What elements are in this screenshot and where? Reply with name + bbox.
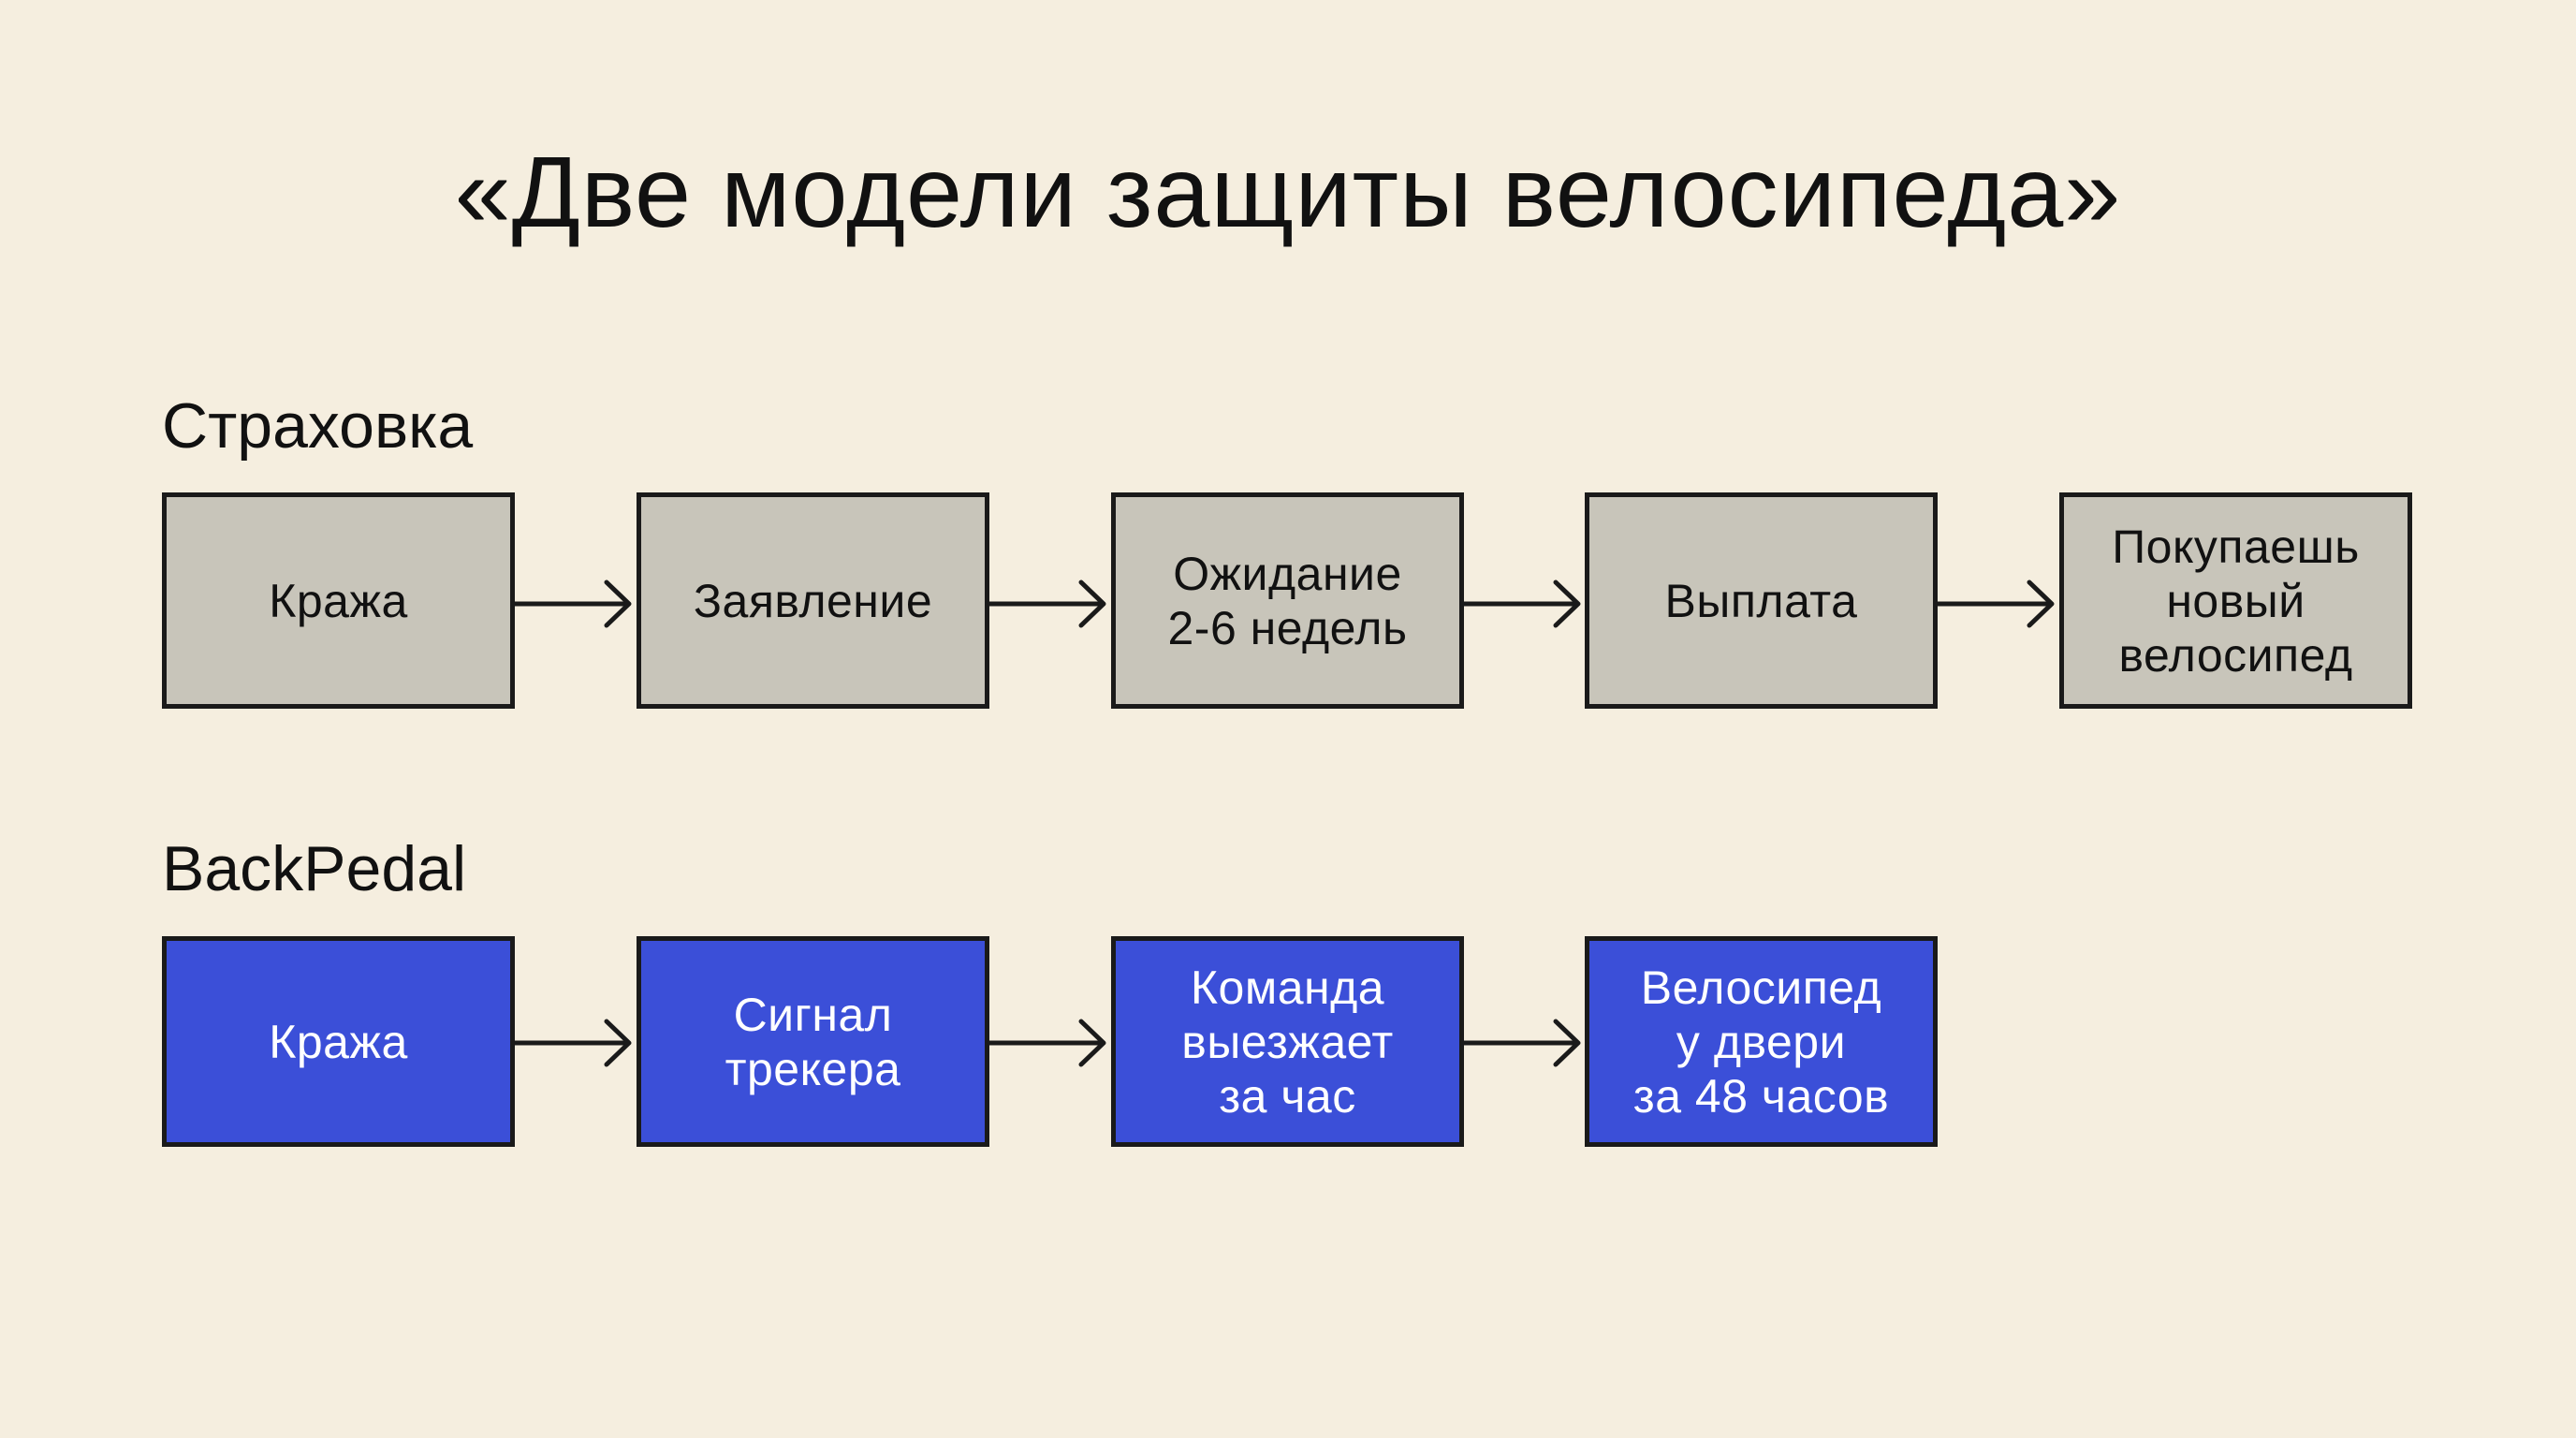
page-title: «Две модели защиты велосипеда»: [454, 135, 2122, 248]
step-label: Кража: [269, 574, 408, 627]
insurance-step-payout: Выплата: [1585, 492, 1938, 709]
arrow-right-icon: [987, 580, 1106, 628]
arrow-right-icon: [987, 1019, 1106, 1067]
insurance-section-label: Страховка: [162, 390, 474, 462]
insurance-step-waiting: Ожидание 2-6 недель: [1111, 492, 1464, 709]
step-label: Кража: [269, 1015, 408, 1068]
backpedal-step-bike-delivered: Велосипед у двери за 48 часов: [1585, 936, 1938, 1147]
insurance-step-claim: Заявление: [637, 492, 989, 709]
arrow-right-icon: [512, 1019, 632, 1067]
arrow-right-icon: [1461, 580, 1581, 628]
step-label: Ожидание 2-6 недель: [1167, 547, 1408, 654]
step-label: Заявление: [693, 574, 933, 627]
arrow-right-icon: [512, 580, 632, 628]
insurance-step-buy-new: Покупаешь новый велосипед: [2059, 492, 2412, 709]
arrow-right-icon: [1935, 580, 2055, 628]
backpedal-section-label: BackPedal: [162, 833, 467, 904]
arrow-right-icon: [1461, 1019, 1581, 1067]
step-label: Команда выезжает за час: [1181, 961, 1394, 1123]
backpedal-step-tracker-signal: Сигнал трекера: [637, 936, 989, 1147]
backpedal-step-team-dispatch: Команда выезжает за час: [1111, 936, 1464, 1147]
step-label: Выплата: [1664, 574, 1858, 627]
backpedal-step-theft: Кража: [162, 936, 515, 1147]
step-label: Покупаешь новый велосипед: [2112, 520, 2360, 682]
insurance-step-theft: Кража: [162, 492, 515, 709]
step-label: Велосипед у двери за 48 часов: [1632, 961, 1890, 1123]
step-label: Сигнал трекера: [724, 988, 901, 1095]
